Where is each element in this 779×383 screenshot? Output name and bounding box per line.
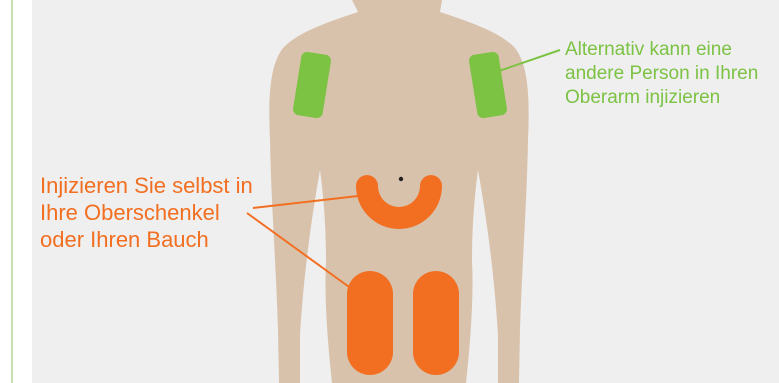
thigh-zone-right xyxy=(413,271,459,375)
caption-self: Injizieren Sie selbst in Ihre Oberschenk… xyxy=(40,172,253,253)
thigh-zone-left xyxy=(347,271,393,375)
caption-other-person-line-3: Oberarm injizieren xyxy=(565,86,758,110)
caption-self-line-1: Injizieren Sie selbst in xyxy=(40,172,253,199)
caption-self-line-2: Ihre Oberschenkel xyxy=(40,199,253,226)
caption-other-person-line-2: andere Person in Ihren xyxy=(565,62,758,86)
navel xyxy=(399,177,403,181)
caption-other-person: Alternativ kann eine andere Person in Ih… xyxy=(565,38,758,110)
caption-self-line-3: oder Ihren Bauch xyxy=(40,226,253,253)
caption-other-person-line-1: Alternativ kann eine xyxy=(565,38,758,62)
